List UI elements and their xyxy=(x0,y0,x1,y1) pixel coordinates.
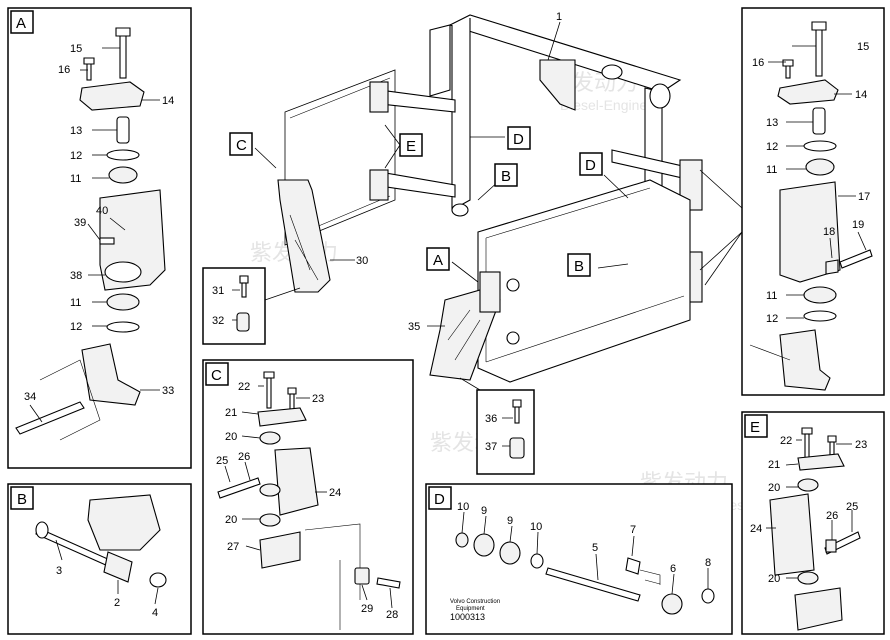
callout-12: 12 xyxy=(766,141,778,153)
svg-text:A: A xyxy=(433,252,443,269)
callout-12: 12 xyxy=(70,321,82,333)
callout-26: 26 xyxy=(826,510,838,522)
callout-20: 20 xyxy=(768,573,780,585)
callout-9: 9 xyxy=(481,505,487,517)
panel-B: B 3 2 4 xyxy=(7,483,192,635)
svg-text:D: D xyxy=(585,157,596,174)
callout-16: 16 xyxy=(58,64,70,76)
panel-C: C 22 23 21 20 25 26 24 20 27 29 xyxy=(202,359,414,635)
callout-16: 16 xyxy=(752,57,764,69)
callout-7: 7 xyxy=(630,524,636,536)
callout-39: 39 xyxy=(74,217,86,229)
main-labels: 1 30 35 C E D B D B A xyxy=(229,11,603,333)
callout-11: 11 xyxy=(70,297,81,309)
callout-13: 13 xyxy=(766,117,778,129)
callout-13: 13 xyxy=(70,125,82,137)
callout-33: 33 xyxy=(162,385,174,397)
svg-text:B: B xyxy=(501,168,511,185)
callout-8: 8 xyxy=(705,557,711,569)
detail-ref-D xyxy=(579,152,603,176)
callout-12: 12 xyxy=(766,313,778,325)
footer-code: 1000313 xyxy=(450,612,485,622)
panel-A: A 15 16 14 13 12 xyxy=(7,7,192,469)
main-assembly xyxy=(277,14,703,383)
callout-15: 15 xyxy=(857,41,869,53)
callout-21: 21 xyxy=(225,407,237,419)
callout-19: 19 xyxy=(852,219,864,231)
callout-35: 35 xyxy=(408,321,420,333)
callout-3: 3 xyxy=(56,565,62,577)
callout-14: 14 xyxy=(162,95,174,107)
detail-36-37: 36 37 xyxy=(476,389,535,475)
callout-15: 15 xyxy=(70,43,82,55)
callout-11: 11 xyxy=(70,173,81,185)
callout-10: 10 xyxy=(457,501,469,513)
watermark-en: Diesel-Engines xyxy=(560,97,654,113)
callout-21: 21 xyxy=(768,459,780,471)
footer-brand-line2: Equipment xyxy=(456,606,485,612)
callout-18: 18 xyxy=(823,226,835,238)
callout-20: 20 xyxy=(225,431,237,443)
callout-11: 11 xyxy=(766,290,777,302)
callout-22: 22 xyxy=(238,381,250,393)
callout-26: 26 xyxy=(238,451,250,463)
callout-30: 30 xyxy=(356,255,368,267)
panel-A-label: A xyxy=(16,15,26,32)
callout-32: 32 xyxy=(212,315,224,327)
detail-31-32: 31 32 xyxy=(202,267,266,345)
callout-34: 34 xyxy=(24,391,36,403)
svg-text:C: C xyxy=(236,137,247,154)
callout-27: 27 xyxy=(227,541,239,553)
svg-text:E: E xyxy=(406,138,416,155)
svg-text:B: B xyxy=(574,258,584,275)
detail-ref-B xyxy=(494,163,518,187)
panel-D: D 10 9 9 10 7 5 6 8 Volvo Construction E… xyxy=(425,483,733,635)
callout-29: 29 xyxy=(361,603,373,615)
callout-38: 38 xyxy=(70,270,82,282)
callout-25: 25 xyxy=(846,501,858,513)
callout-2: 2 xyxy=(114,597,120,609)
callout-37: 37 xyxy=(485,441,497,453)
svg-text:D: D xyxy=(513,131,524,148)
callout-36: 36 xyxy=(485,413,497,425)
callout-1: 1 xyxy=(556,11,562,23)
footer-brand-line1: Volvo Construction xyxy=(450,599,500,605)
panel-C-label: C xyxy=(211,367,222,384)
panel-E: E 22 23 21 20 25 24 26 20 xyxy=(741,411,885,635)
callout-17: 17 xyxy=(858,191,870,203)
detail-ref-D xyxy=(507,126,531,150)
detail-ref-C xyxy=(229,132,253,156)
panel-right: 15 16 14 13 12 11 17 18 19 11 12 xyxy=(741,7,885,396)
callout-12: 12 xyxy=(70,150,82,162)
callout-31: 31 xyxy=(212,285,224,297)
panel-B-label: B xyxy=(17,491,27,508)
callout-25: 25 xyxy=(216,455,228,467)
callout-10: 10 xyxy=(530,521,542,533)
panel-D-label: D xyxy=(434,491,445,508)
detail-ref-B xyxy=(567,253,591,277)
callout-11: 11 xyxy=(766,164,777,176)
callout-9: 9 xyxy=(507,515,513,527)
callout-24: 24 xyxy=(329,487,341,499)
callout-4: 4 xyxy=(152,607,158,619)
callout-20: 20 xyxy=(768,482,780,494)
detail-ref-E xyxy=(399,133,423,157)
main-leaders xyxy=(254,21,743,391)
callout-6: 6 xyxy=(670,563,676,575)
callout-14: 14 xyxy=(855,89,867,101)
detail-ref-A xyxy=(426,247,450,271)
callout-24: 24 xyxy=(750,523,762,535)
callout-40: 40 xyxy=(96,205,108,217)
callout-22: 22 xyxy=(780,435,792,447)
callout-23: 23 xyxy=(312,393,324,405)
callout-20: 20 xyxy=(225,514,237,526)
panel-E-label: E xyxy=(750,419,760,436)
callout-28: 28 xyxy=(386,609,398,621)
callout-5: 5 xyxy=(592,542,598,554)
callout-23: 23 xyxy=(855,439,867,451)
